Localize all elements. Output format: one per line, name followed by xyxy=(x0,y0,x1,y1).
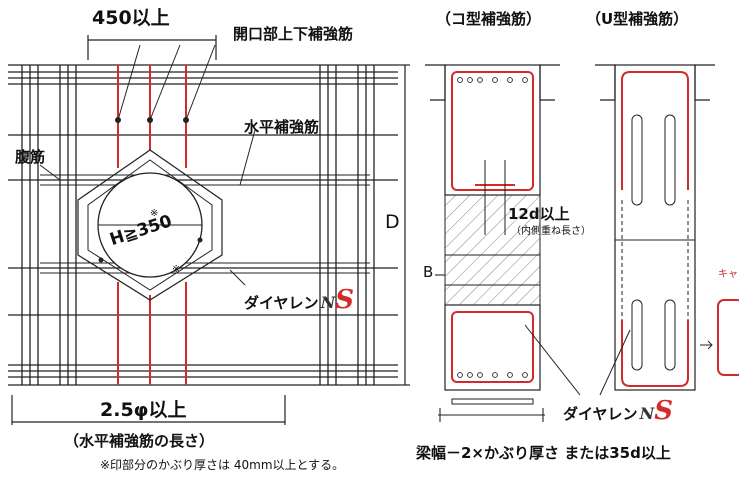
stirrups xyxy=(21,65,375,385)
web-rebar-label: 腹筋 xyxy=(15,148,46,166)
horizontal-rebar-label: 水平補強筋 xyxy=(244,118,320,136)
lap-sublabel: （内側重ね長さ） xyxy=(511,226,591,237)
length-label: 2.5φ以上 xyxy=(100,399,187,421)
cover-footnote: ※印部分のかぶり厚さは 40mm以上とする。 xyxy=(100,458,345,472)
width-caption: 梁幅－2×かぶり厚さ または35d以上 xyxy=(416,444,671,462)
u-title: （U型補強筋） xyxy=(586,10,689,28)
dimension-d xyxy=(398,64,410,386)
dimension-450 xyxy=(87,35,217,60)
depth-label: D xyxy=(385,211,400,233)
cover-mark-lower: ※ xyxy=(172,264,181,275)
section-u xyxy=(595,64,739,391)
main-bars xyxy=(8,71,398,378)
cover-mark-upper: ※ xyxy=(150,208,159,219)
diayaren-text: ダイヤレン xyxy=(244,294,319,312)
opening-stirrups xyxy=(117,65,187,385)
leader-lines xyxy=(39,44,256,286)
b-label: B xyxy=(423,263,434,281)
dimension-b xyxy=(435,254,540,286)
lap-label: 12d以上 xyxy=(508,205,570,223)
bar-dots xyxy=(98,117,203,263)
horizontal-reinforcement xyxy=(40,174,370,274)
length-caption: （水平補強筋の長さ） xyxy=(64,432,215,450)
cut-label: キャ xyxy=(718,269,738,280)
dimension-450-label: 450以上 xyxy=(92,7,170,29)
brand-n: N xyxy=(320,293,336,312)
section-ko xyxy=(425,64,560,391)
brand-s-logo: S xyxy=(654,396,673,426)
brand-n: N xyxy=(639,404,655,423)
web-bars xyxy=(8,134,398,316)
diayaren-text: ダイヤレン xyxy=(563,405,638,423)
ko-title: （コ型補強筋） xyxy=(436,10,542,28)
dimension-width xyxy=(438,398,545,422)
diayaren-leader xyxy=(524,324,631,396)
dimension-length xyxy=(11,395,286,425)
brand-s-logo: S xyxy=(335,285,354,315)
beam-outline xyxy=(8,64,398,386)
beam-elevation xyxy=(8,35,410,425)
opening-rebar-label: 開口部上下補強筋 xyxy=(233,25,354,43)
opening xyxy=(77,149,223,301)
